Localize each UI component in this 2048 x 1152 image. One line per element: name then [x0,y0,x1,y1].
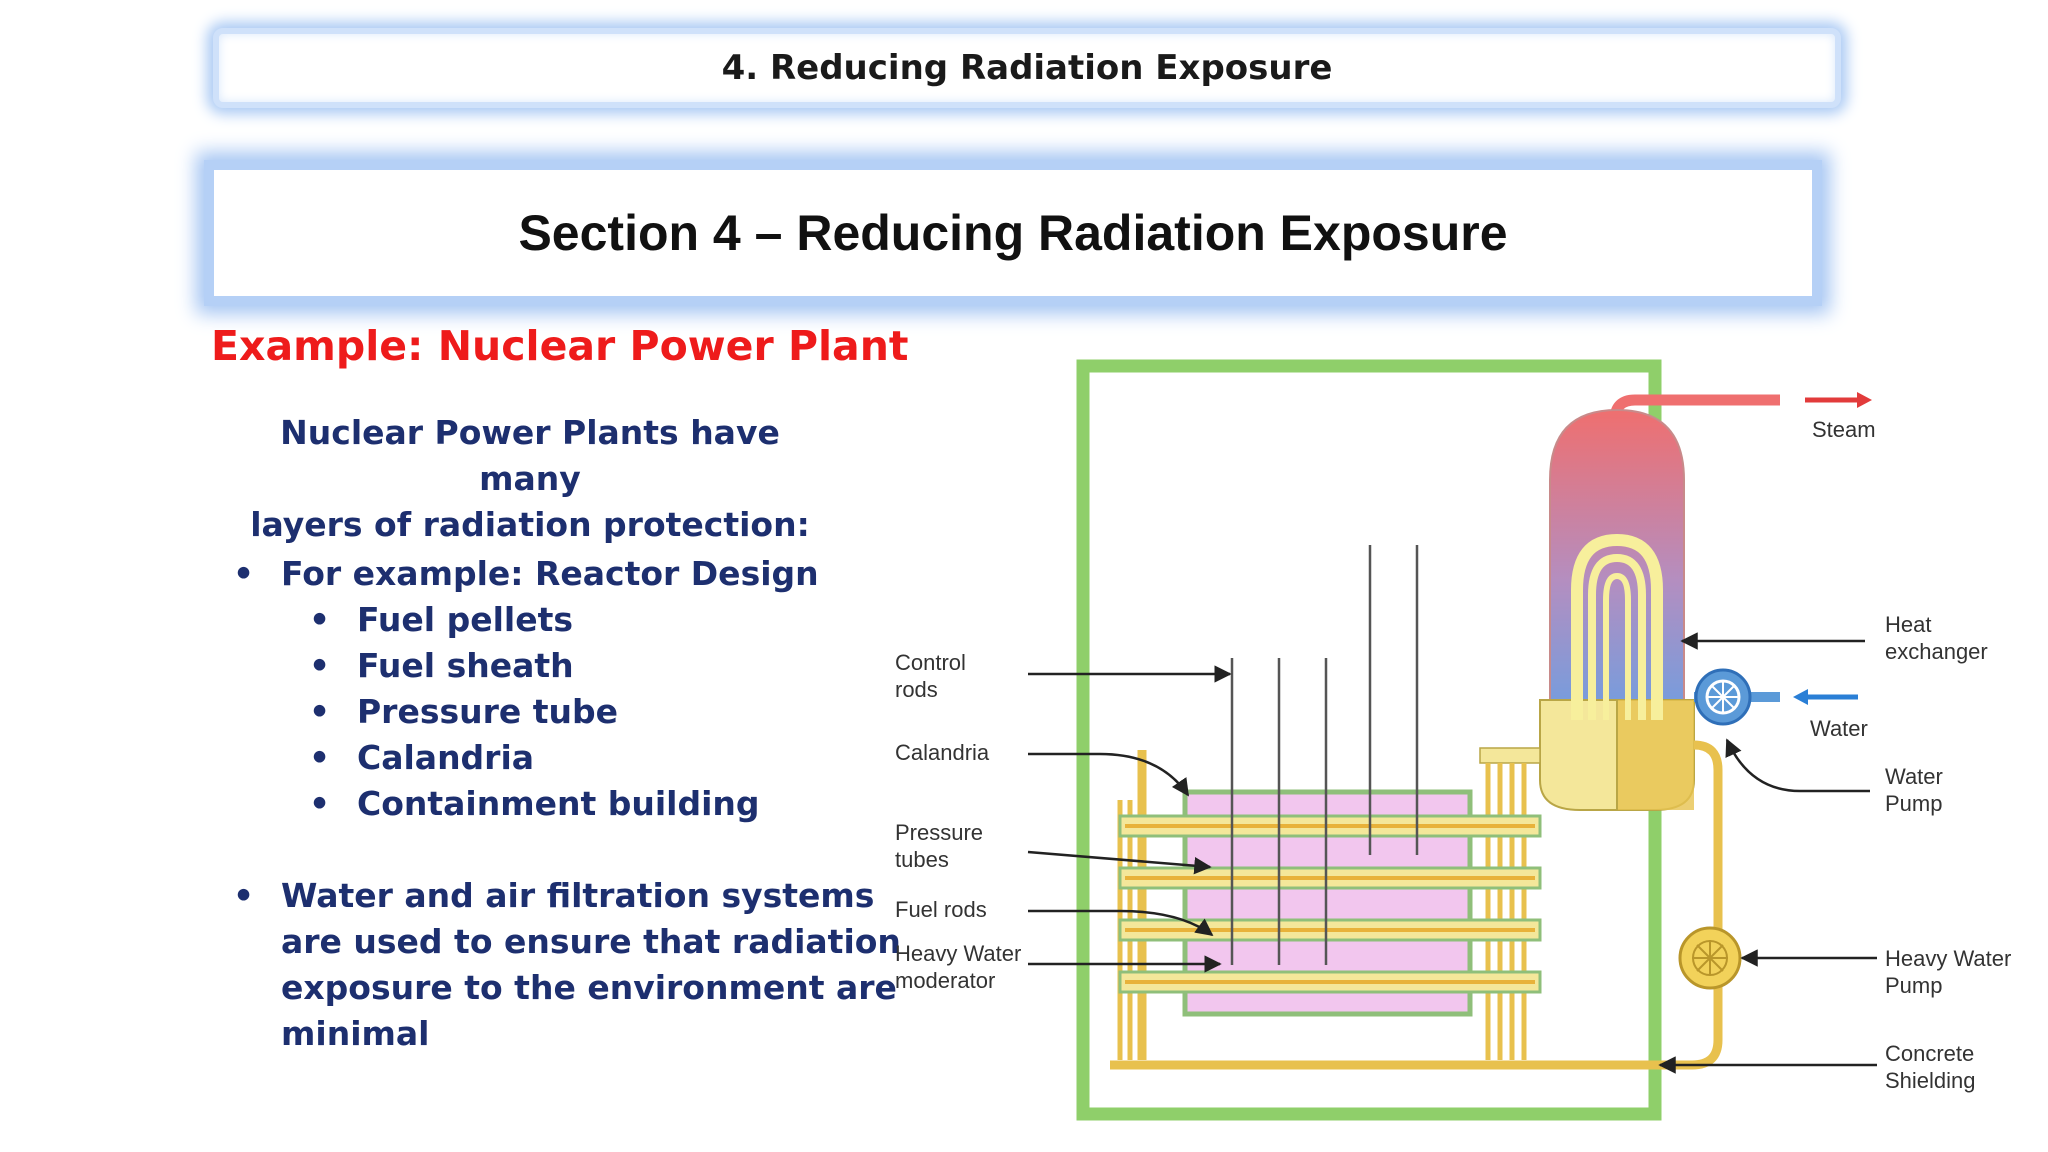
bullet-line-2: are used to ensure that radiation [281,922,901,961]
example-heading: Example: Nuclear Power Plant [211,322,909,370]
reactor-diagram: Control rods Calandria Pressure tubes Fu… [895,359,2017,1121]
bullet-marker: • [309,646,331,685]
bullet-reactor-design: • For example: Reactor Design [233,551,819,597]
bullet-line-1: Water and air filtration systems [281,876,875,915]
sub-item-fuel-sheath: • Fuel sheath [309,643,574,689]
intro-text: Nuclear Power Plants have many layers of… [230,410,830,548]
label-heavy-water-pump: Heavy Water Pump [1885,946,2017,998]
water-pump [1694,668,1752,726]
label-heavy-water-moderator: Heavy Water moderator [895,941,1027,993]
section-title: Section 4 – Reducing Radiation Exposure [518,205,1508,261]
sub-item-pressure-tube: • Pressure tube [309,689,619,735]
steam-arrow-head [1857,392,1872,408]
bullet-marker: • [233,876,255,915]
intro-line-2: layers of radiation protection: [250,505,810,544]
sub-item-containment-building: • Containment building [309,781,760,827]
slide-header-title: 4. Reducing Radiation Exposure [721,48,1333,88]
steam-generator [1539,408,1695,811]
leader-lines [1027,632,1877,1074]
water-arrow-head [1793,689,1808,705]
sub-item-text: Fuel sheath [357,646,574,685]
label-water-pump: Water Pump [1885,764,1949,816]
sub-item-text: Calandria [357,738,535,777]
heavy-water-pump [1678,926,1742,990]
bullet-marker: • [309,738,331,777]
sub-item-fuel-pellets: • Fuel pellets [309,597,573,643]
slide-header-bar: 4. Reducing Radiation Exposure [213,28,1841,108]
bullet-marker: • [309,600,331,639]
bullet-line-4: minimal [281,1014,430,1053]
section-title-box: Section 4 – Reducing Radiation Exposure [204,160,1822,306]
control-rods [1230,545,1419,965]
label-fuel-rods: Fuel rods [895,897,987,922]
sub-item-text: Fuel pellets [357,600,573,639]
bullet-marker: • [309,784,331,823]
label-concrete-shielding: Concrete Shielding [1885,1041,1980,1093]
sub-item-calandria: • Calandria [309,735,535,781]
pressure-tubes [1118,814,1542,994]
bullet-text: For example: Reactor Design [281,554,819,593]
label-steam: Steam [1812,417,1876,442]
label-calandria: Calandria [895,740,990,765]
sub-item-text: Containment building [357,784,760,823]
label-pressure-tubes: Pressure tubes [895,820,989,872]
label-heat-exchanger: Heat exchanger [1885,612,1988,664]
label-water: Water [1810,716,1868,741]
bullet-line-3: exposure to the environment are [281,968,897,1007]
label-control-rods: Control rods [895,650,972,702]
sub-item-text: Pressure tube [357,692,619,731]
bullet-marker: • [233,554,255,593]
bullet-marker: • [309,692,331,731]
intro-line-1: Nuclear Power Plants have many [280,413,780,498]
bullet-filtration: • Water and air filtration systems are u… [233,873,901,1057]
